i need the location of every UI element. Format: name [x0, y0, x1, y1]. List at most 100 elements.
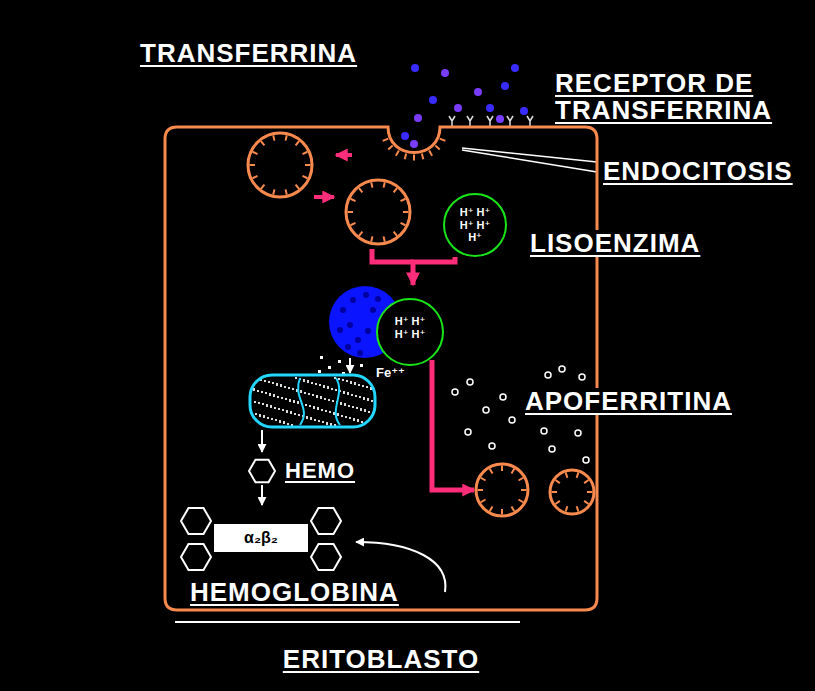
- matrix-speck: [272, 382, 274, 384]
- ion-label: Fe⁺⁺: [374, 366, 407, 380]
- coat-spike: [371, 236, 372, 241]
- matrix-speck: [259, 414, 261, 416]
- hemoglobin-molecule: α₂β₂: [178, 505, 344, 573]
- matrix-speck: [358, 384, 360, 386]
- matrix-speck: [357, 419, 359, 421]
- matrix-speck: [283, 421, 285, 423]
- transferrin-dot: [511, 64, 519, 72]
- matrix-speck: [354, 383, 356, 385]
- transferrin-dot: [454, 104, 462, 112]
- coat-spike: [296, 185, 299, 189]
- proton-label: H⁺ H⁺ H⁺ H⁺: [390, 315, 430, 340]
- matrix-speck: [331, 388, 333, 390]
- matrix-speck: [268, 381, 270, 383]
- matrix-speck: [293, 401, 295, 403]
- coat-spike: [273, 189, 274, 194]
- assembly-arrow: [261, 485, 263, 505]
- matrix-speck: [274, 407, 276, 409]
- matrix-speck: [362, 385, 364, 387]
- matrix-speck: [360, 408, 362, 410]
- receptor-symbols: [449, 116, 533, 127]
- coat-spike: [384, 236, 385, 241]
- transferrin-dot: [365, 328, 371, 334]
- coat-spike: [305, 164, 311, 166]
- coat-spike: [286, 189, 287, 194]
- coat-spike: [512, 469, 515, 474]
- coat-spike: [587, 491, 593, 493]
- coat-spike: [518, 478, 523, 481]
- coat-spike: [552, 491, 558, 493]
- matrix-speck: [293, 400, 295, 402]
- shape-outline: [328, 285, 448, 367]
- matrix-speck: [317, 407, 319, 409]
- mitochondrion: [250, 375, 375, 427]
- matrix-speck: [266, 405, 268, 407]
- matrix-speck: [313, 407, 315, 409]
- matrix-speck: [295, 377, 297, 379]
- lysosome-outline: [444, 194, 506, 256]
- coat-spike: [403, 211, 409, 213]
- matrix-speck: [359, 396, 361, 398]
- coat-spike: [388, 146, 392, 150]
- matrix-speck: [316, 396, 318, 398]
- matrix-speck: [259, 415, 261, 417]
- motion-arrow: [336, 153, 352, 157]
- coat-spike: [584, 480, 588, 483]
- coat-spike: [577, 473, 579, 478]
- matrix-speck: [278, 408, 280, 410]
- mitochondrion-body: [250, 375, 375, 427]
- iron-particle: [360, 364, 363, 367]
- transferrin-dot: [411, 64, 419, 72]
- matrix-speck: [270, 405, 272, 407]
- matrix-speck: [350, 382, 352, 384]
- coat-spike: [401, 199, 406, 201]
- transferrin-dot: [347, 322, 353, 328]
- synthesis-arrow: [261, 430, 263, 452]
- organelle-label: LISOENZIMA: [528, 230, 702, 257]
- matrix-speck: [363, 397, 365, 399]
- transferrin-dot: [345, 344, 351, 350]
- matrix-speck: [286, 411, 288, 413]
- receptor-symbol: [527, 116, 533, 127]
- matrix-speck: [309, 405, 311, 407]
- matrix-speck: [337, 413, 339, 415]
- transferrin-dots: [401, 64, 528, 148]
- iron-particle: [328, 366, 331, 369]
- matrix-speck: [363, 398, 365, 400]
- matrix-speck: [316, 395, 318, 397]
- matrix-speck: [348, 405, 350, 407]
- coat-spike: [253, 152, 258, 154]
- heme-label: HEMO: [285, 458, 355, 483]
- receptor-label: RECEPTOR DE TRANSFERRINA: [553, 70, 802, 125]
- matrix-speck: [261, 391, 263, 393]
- matrix-speck: [323, 385, 325, 387]
- coat-spike: [371, 182, 372, 187]
- endolysosome: H⁺ H⁺ H⁺ H⁺: [328, 285, 448, 367]
- endosome: [248, 133, 312, 197]
- matrix-speck: [356, 407, 358, 409]
- coat-spike: [396, 151, 399, 156]
- matrix-speck: [290, 412, 292, 414]
- matrix-speck: [343, 392, 345, 394]
- lysosome-outline: [377, 299, 443, 365]
- iron-particles: [318, 356, 363, 375]
- globin-core: [214, 524, 308, 552]
- apoferritin-particle: [545, 372, 551, 378]
- matrix-speck: [279, 420, 281, 422]
- matrix-speck: [288, 387, 290, 389]
- coat-spike: [351, 199, 356, 201]
- matrix-speck: [324, 398, 326, 400]
- coat-spike: [481, 478, 486, 481]
- matrix-speck: [345, 416, 347, 418]
- coat-spike: [286, 135, 287, 140]
- matrix-speck: [264, 380, 266, 382]
- transferrin-dot: [350, 297, 356, 303]
- coat-spike: [440, 139, 446, 141]
- motion-arrow: [314, 195, 334, 199]
- receptor-symbol: [507, 116, 513, 127]
- matrix-speck: [287, 423, 289, 425]
- matrix-speck: [364, 410, 366, 412]
- matrix-speck: [308, 393, 310, 395]
- heme-ring: [311, 508, 341, 534]
- coat-spike: [359, 232, 362, 236]
